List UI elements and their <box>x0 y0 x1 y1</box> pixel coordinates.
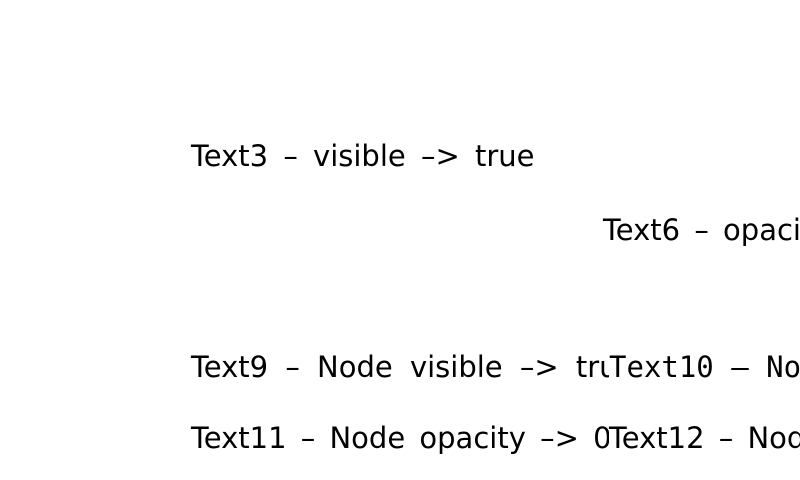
text11-label: Text11 – Node opacity –> 0 <box>191 421 612 455</box>
text6-label: Text6 – opacity <box>603 213 800 247</box>
text12-label: Text12 – Node <box>609 421 800 461</box>
text10-label: Text10 – Node <box>609 350 800 390</box>
text9-label: Text9 – Node visible –> true <box>191 350 636 384</box>
text3-label: Text3 – visible –> true <box>191 139 535 173</box>
